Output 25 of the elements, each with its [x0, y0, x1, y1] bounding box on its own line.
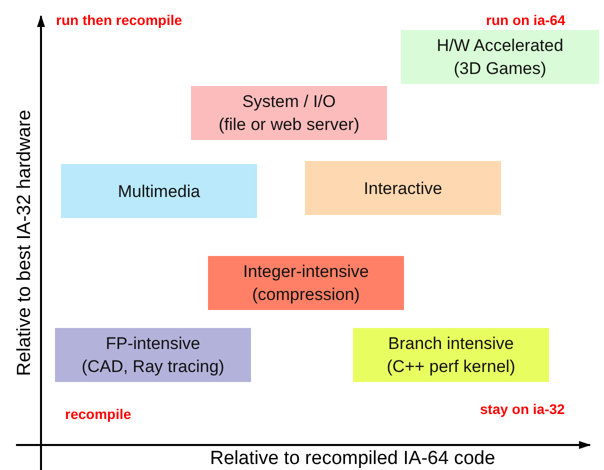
example-text: (C++ perf kernel): [386, 356, 516, 378]
category-box: [401, 30, 599, 84]
category-title: Interactive: [364, 178, 442, 200]
category-title: System / I/O: [242, 91, 336, 113]
quadrant-label: recompile: [65, 406, 132, 422]
category-box: [191, 86, 387, 140]
example-text: (3D Games): [454, 58, 546, 80]
example-text: (compression): [252, 284, 360, 306]
category-title: FP-intensive: [106, 333, 200, 355]
category-box: [353, 328, 549, 382]
category-title: Multimedia: [118, 180, 200, 202]
category-title: Integer-intensive: [243, 261, 369, 283]
axis-title: Relative to recompiled IA-64 code: [210, 448, 496, 470]
category-title: H/W Accelerated: [436, 35, 564, 57]
category-box: [305, 161, 501, 215]
axis-title: Relative to best IA-32 hardware: [14, 110, 36, 376]
category-box: [208, 256, 404, 310]
category-box: [55, 328, 251, 382]
quadrant-label: run then recompile: [56, 12, 182, 28]
category-title: Branch intensive: [388, 333, 514, 355]
example-text: (file or web server): [218, 114, 360, 136]
category-box: [61, 164, 257, 218]
quadrant-label: stay on ia-32: [480, 401, 565, 417]
example-text: (CAD, Ray tracing): [82, 356, 224, 378]
quadrant-label: run on ia-64: [486, 12, 566, 28]
